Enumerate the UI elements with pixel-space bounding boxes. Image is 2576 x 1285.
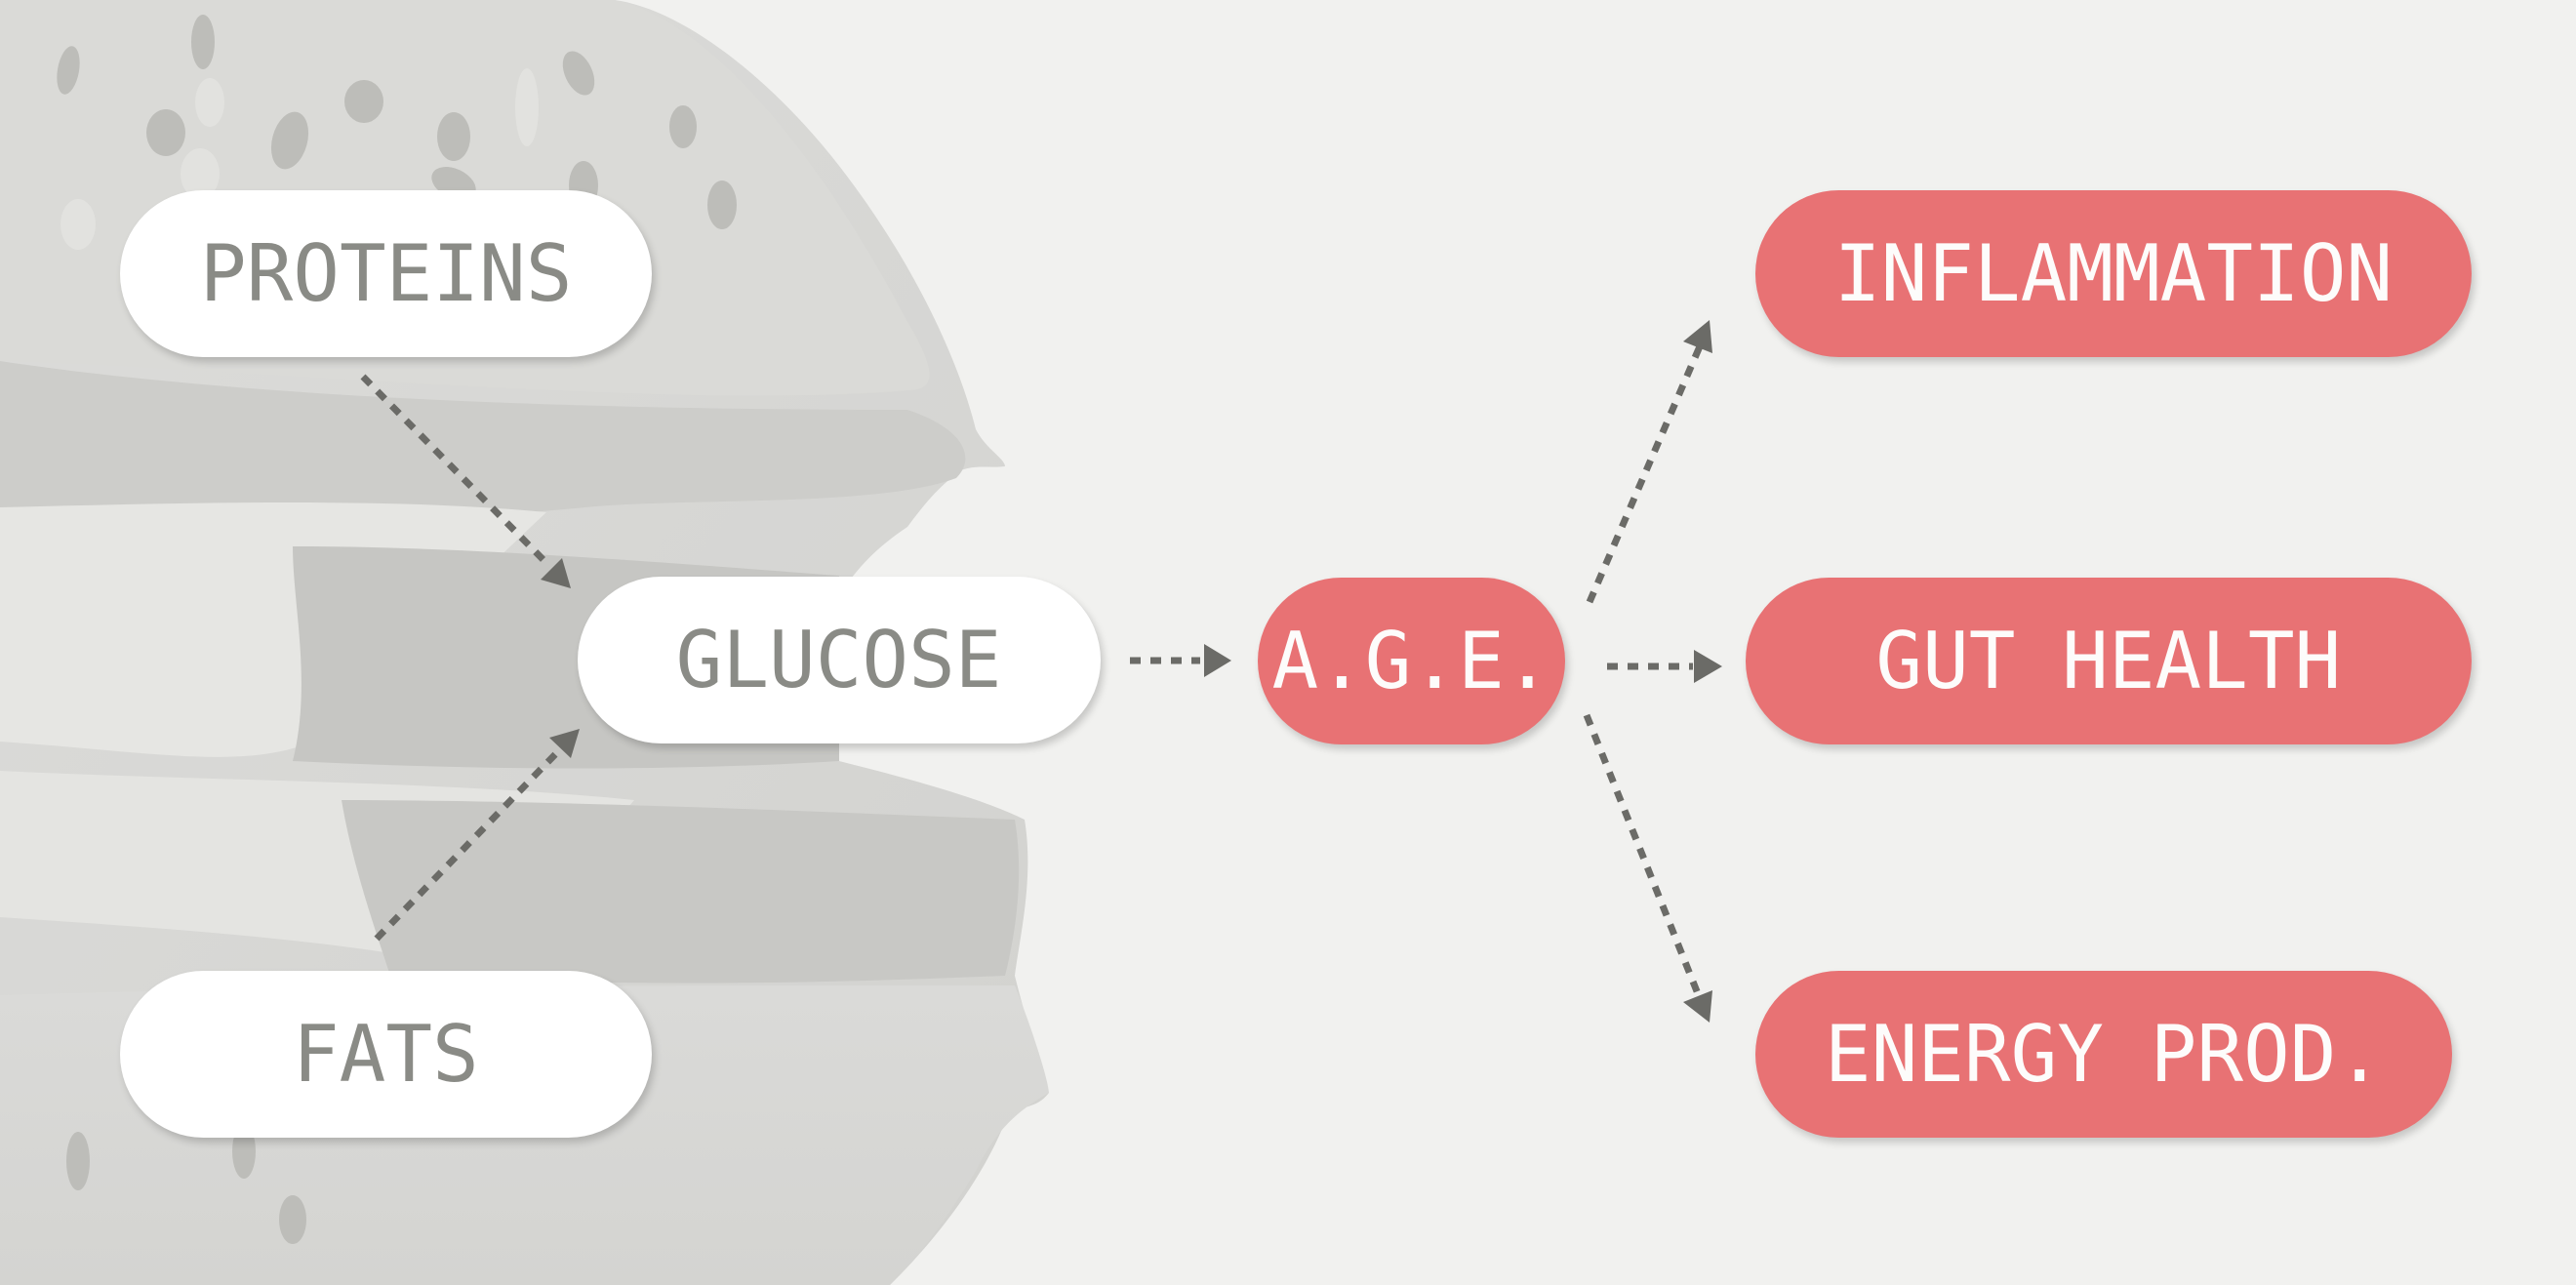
arrowhead-icon (1204, 644, 1231, 677)
fats-node[interactable]: FATS (120, 971, 652, 1138)
arrowhead-icon (541, 558, 571, 588)
arrowhead-icon (1683, 320, 1712, 353)
age-node[interactable]: A.G.E. (1258, 578, 1565, 744)
fats-label: FATS (293, 1009, 479, 1100)
energy-prod-node[interactable]: ENERGY PROD. (1755, 971, 2452, 1138)
inflammation-label: INFLAMMATION (1833, 228, 2394, 319)
age-label: A.G.E. (1271, 616, 1551, 706)
arrowhead-icon (1694, 650, 1722, 683)
arrowhead-icon (1683, 990, 1712, 1023)
glucose-node[interactable]: GLUCOSE (578, 577, 1101, 743)
proteins-node[interactable]: PROTEINS (120, 190, 652, 357)
arrowhead-icon (549, 729, 580, 758)
energy-prod-label: ENERGY PROD. (1824, 1009, 2384, 1100)
glucose-label: GLUCOSE (676, 615, 1002, 705)
gut-health-label: GUT HEALTH (1875, 616, 2342, 706)
inflammation-node[interactable]: INFLAMMATION (1755, 190, 2472, 357)
gut-health-node[interactable]: GUT HEALTH (1746, 578, 2472, 744)
proteins-label: PROTEINS (199, 228, 573, 319)
